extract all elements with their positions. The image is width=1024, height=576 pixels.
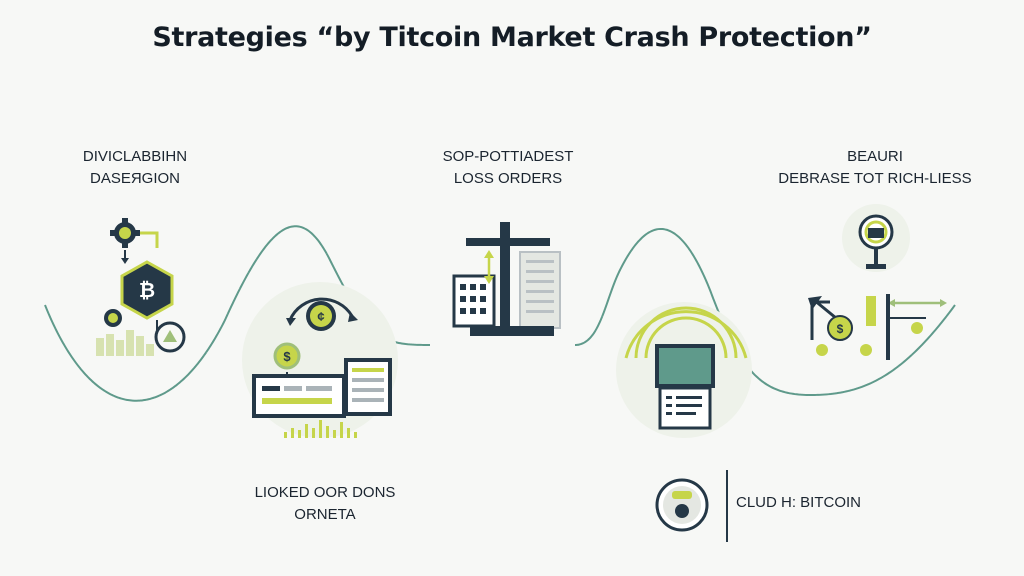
label-stop-loss: SOP-POTTIADEST LOSS ORDERS [418, 146, 598, 190]
label-line: CLUD H: BITCOIN [736, 494, 862, 511]
table-panel-icon [344, 358, 392, 416]
coin-icon: ¢ [306, 301, 336, 331]
diversification-group: ₿ [96, 218, 186, 356]
hardware-wallet-icon [655, 478, 709, 532]
broadcast-arcs-icon [624, 306, 748, 359]
label-line: ORNETA [294, 506, 356, 523]
coin-stack-icon [96, 330, 154, 356]
label-cold-storage: CLUD H: BITCOIN [736, 492, 876, 514]
label-line: DEBRASE TOT RICH-LIESS [778, 170, 972, 187]
coin-icon [154, 321, 186, 353]
magnifier-icon [858, 214, 894, 269]
label-line: LIOKED OOR DONS [254, 484, 396, 501]
arrow-icon [808, 296, 837, 340]
bar-chart-icon [284, 420, 357, 438]
signal-group [616, 302, 752, 438]
cold-storage-group [655, 470, 728, 542]
label-line: SOP-POTTIADEST [442, 148, 574, 165]
svg-text:$: $ [837, 322, 844, 336]
monitor-icon [655, 344, 715, 430]
locked-orders-group: ¢ $ [242, 282, 398, 438]
label-locked-orders: LIOKED OOR DONS ORNETA [240, 482, 410, 526]
divider [726, 470, 728, 542]
gear-icon [110, 218, 140, 248]
dollar-coin-icon: $ [827, 315, 853, 341]
label-line: BEAURI [847, 148, 903, 165]
table-panel-icon [252, 374, 346, 418]
gear-icon [104, 309, 122, 327]
building-icon [452, 222, 561, 336]
dollar-coin-icon: $ [273, 342, 301, 370]
decrease-group: $ [808, 204, 947, 360]
label-diversification: DIVICLABBIHN DASEЯGION [60, 146, 210, 190]
svg-text:¢: ¢ [317, 309, 324, 324]
svg-text:$: $ [283, 349, 291, 364]
stop-loss-group [452, 222, 561, 336]
chart-column-icon [484, 250, 494, 284]
label-line: LOSS ORDERS [453, 170, 563, 187]
label-line: DASEЯGION [89, 170, 180, 187]
svg-text:₿: ₿ [139, 278, 155, 302]
page-title: Strategies “by Titcoin Market Crash Prot… [152, 22, 872, 53]
bitcoin-hexagon-icon: ₿ [120, 260, 174, 320]
label-line: DIVICLABBIHN [82, 148, 188, 165]
label-decrease: BEAURI DEBRASE TOT RICH-LIESS [770, 146, 980, 190]
